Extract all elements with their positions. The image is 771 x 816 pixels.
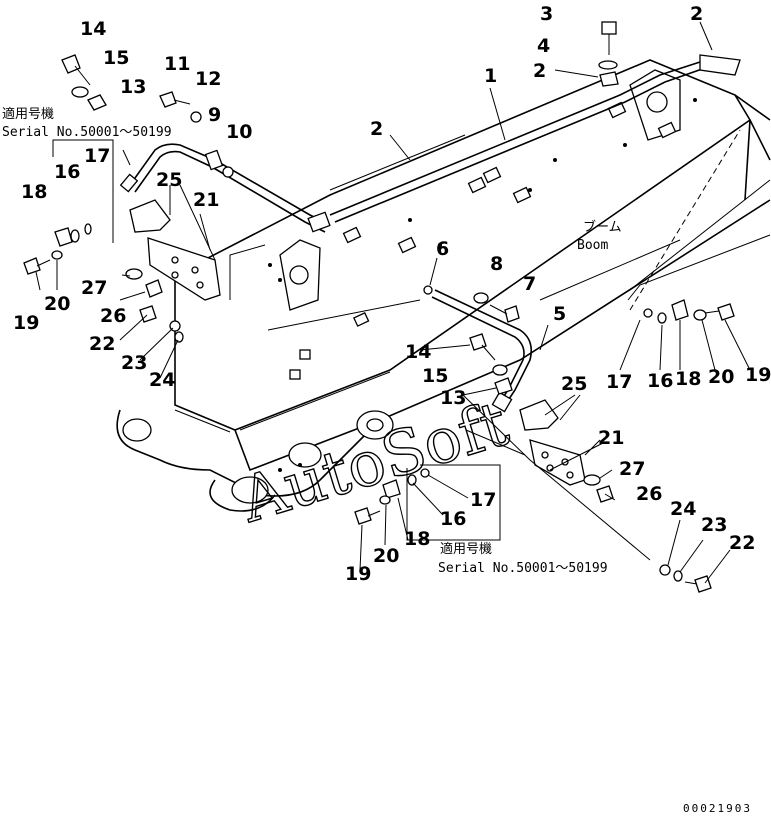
callout-7: 7 [523, 273, 536, 295]
callout-labels: 1 2 2 2 3 4 5 6 7 8 9 10 11 12 13 13 14 … [13, 3, 771, 585]
leader-lines [35, 21, 751, 584]
callout-23: 23 [701, 514, 727, 536]
callout-27: 27 [619, 458, 645, 480]
callout-19: 19 [745, 364, 771, 386]
callout-26: 26 [636, 483, 662, 505]
callout-13: 13 [440, 387, 466, 409]
callout-22: 22 [89, 333, 115, 355]
boom-label-en: Boom [577, 238, 608, 253]
boom-label-jp: ブーム [583, 219, 622, 235]
callout-17: 17 [470, 489, 496, 511]
callout-24: 24 [670, 498, 696, 520]
boom-holes [268, 98, 697, 472]
callout-10: 10 [226, 121, 252, 143]
hardware [23, 21, 735, 593]
callout-11: 11 [164, 53, 190, 75]
callout-6: 6 [436, 238, 449, 260]
callout-4: 4 [537, 35, 550, 57]
pipe-1 [329, 54, 741, 223]
callout-14: 14 [405, 341, 431, 363]
serial-note-left-line2: Serial No.50001～50199 [2, 125, 172, 140]
callout-24: 24 [149, 369, 175, 391]
serial-note-right-line2: Serial No.50001～50199 [438, 561, 608, 576]
serial-bracket-left [52, 139, 114, 243]
callout-18: 18 [675, 368, 701, 390]
serial-bracket-right [406, 464, 501, 541]
pipe-2 [119, 143, 331, 233]
bracket-right [519, 399, 586, 486]
callout-18: 18 [404, 528, 430, 550]
clamp-blocks [289, 101, 677, 380]
cutoff-line-left [229, 244, 266, 300]
watermark: AutoSoft [231, 386, 516, 536]
document-number: 00021903 [683, 802, 752, 815]
callout-21: 21 [598, 427, 624, 449]
callout-2: 2 [533, 60, 546, 82]
bracket-left [129, 199, 221, 301]
callout-19: 19 [13, 312, 39, 334]
boom-body [116, 59, 771, 512]
callout-20: 20 [373, 545, 399, 567]
callout-3: 3 [540, 3, 553, 25]
callout-17: 17 [606, 371, 632, 393]
cutoff-line-center [465, 429, 526, 456]
callout-5: 5 [553, 303, 566, 325]
callout-17: 17 [84, 145, 110, 167]
callout-14: 14 [80, 18, 106, 40]
callout-8: 8 [490, 253, 503, 275]
callout-16: 16 [54, 161, 80, 183]
callout-18: 18 [21, 181, 47, 203]
callout-13: 13 [120, 76, 146, 98]
callout-22: 22 [729, 532, 755, 554]
callout-16: 16 [647, 370, 673, 392]
callout-20: 20 [708, 366, 734, 388]
pipe-5 [431, 289, 533, 413]
callout-15: 15 [103, 47, 129, 69]
callout-23: 23 [121, 352, 147, 374]
callout-15: 15 [422, 365, 448, 387]
callout-25: 25 [156, 169, 182, 191]
callout-16: 16 [440, 508, 466, 530]
callout-19: 19 [345, 563, 371, 585]
serial-note-left-line1: 適用号機 [2, 106, 54, 122]
callout-2: 2 [370, 118, 383, 140]
callout-9: 9 [208, 104, 221, 126]
callout-27: 27 [81, 277, 107, 299]
callout-25: 25 [561, 373, 587, 395]
callout-20: 20 [44, 293, 70, 315]
callout-2: 2 [690, 3, 703, 25]
callout-26: 26 [100, 305, 126, 327]
callout-12: 12 [195, 68, 221, 90]
callout-1: 1 [484, 65, 497, 87]
callout-21: 21 [193, 189, 219, 211]
cutoff-line-right [627, 234, 771, 301]
serial-note-right-line1: 適用号機 [440, 541, 492, 557]
